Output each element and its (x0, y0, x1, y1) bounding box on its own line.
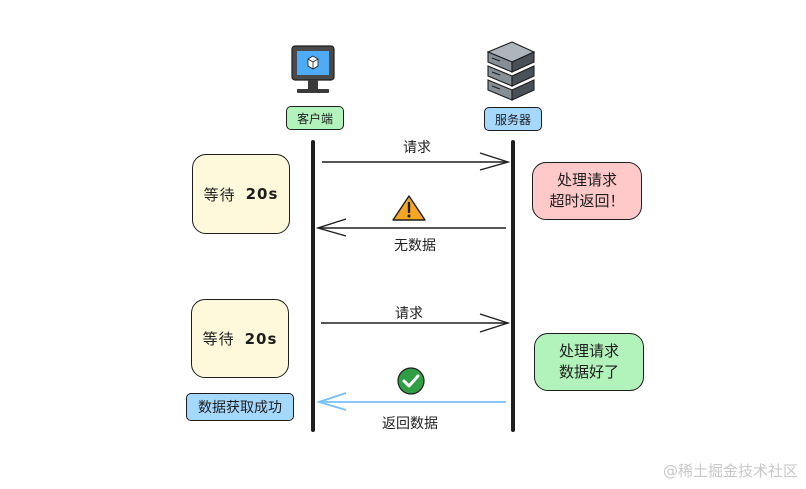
wait-note-2-text: 等待 (202, 330, 235, 348)
check-circle-icon (397, 367, 425, 395)
success-note-text: 数据获取成功 (198, 400, 282, 416)
request-arrow-2 (321, 313, 511, 333)
client-label: 客户端 (286, 106, 344, 130)
timeout-note-line2: 超时返回！ (549, 192, 625, 210)
wait-note-1: 等待 20s (192, 154, 290, 234)
server-label-text: 服务器 (494, 112, 531, 127)
response-label-1: 无数据 (394, 238, 436, 254)
wait-note-2-num: 20s (244, 329, 278, 348)
wait-note-1-num: 20s (245, 185, 279, 203)
watermark: @稀土掘金技术社区 (662, 462, 798, 480)
warning-triangle-icon (392, 195, 426, 221)
response-label-2: 返回数据 (382, 416, 438, 432)
data-ready-note-line2: 数据好了 (558, 363, 619, 381)
client-label-text: 客户端 (296, 111, 333, 126)
timeout-note-line1: 处理请求 (556, 171, 617, 189)
response-arrow-1 (315, 218, 506, 237)
data-ready-note-line1: 处理请求 (558, 342, 619, 360)
server-rack-icon (486, 41, 536, 101)
wait-note-1-text: 等待 (203, 185, 236, 204)
data-ready-note: 处理请求 数据好了 (534, 333, 644, 391)
wait-note-2: 等待 20s (191, 299, 289, 378)
computer-monitor-icon (291, 45, 335, 93)
request-label-1: 请求 (403, 140, 431, 156)
response-arrow-2 (316, 392, 506, 411)
timeout-note: 处理请求 超时返回！ (532, 162, 642, 220)
server-label: 服务器 (484, 107, 542, 131)
success-note: 数据获取成功 (186, 393, 294, 421)
request-label-2: 请求 (395, 306, 423, 322)
request-arrow-1 (322, 152, 511, 171)
